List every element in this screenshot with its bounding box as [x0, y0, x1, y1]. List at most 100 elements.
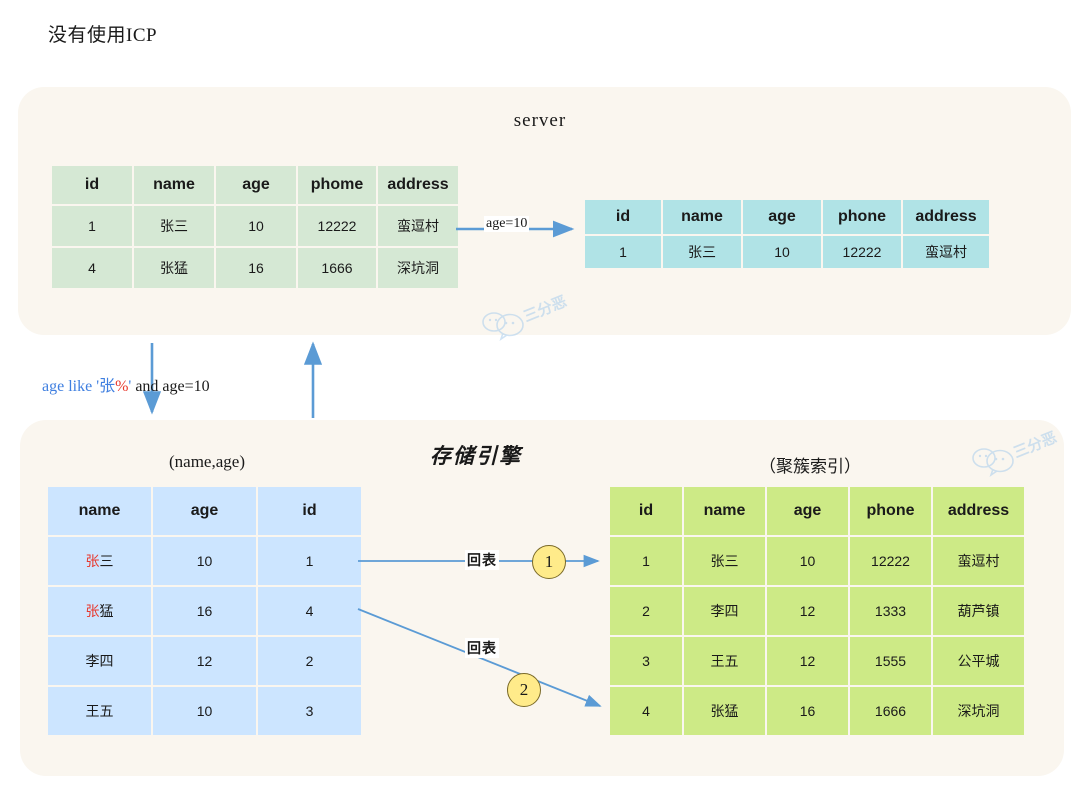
cell-name: 张三 — [134, 206, 214, 246]
cell-age: 10 — [153, 537, 256, 585]
col-age: age — [153, 487, 256, 535]
cell-address: 蛮逗村 — [378, 206, 458, 246]
cell-name: 王五 — [48, 687, 151, 735]
table-row: 1 张三 10 12222 蛮逗村 — [610, 537, 1024, 585]
query-condition-label: age like '张%' and age=10 — [42, 372, 210, 396]
cell-name: 张三 — [48, 537, 151, 585]
cell-id: 2 — [258, 637, 361, 685]
storage-engine-label: 存储引擎 — [430, 444, 522, 468]
query-condition-black: and age=10 — [131, 378, 210, 395]
cell-phone: 1666 — [850, 687, 931, 735]
cell-age: 12 — [767, 587, 848, 635]
table-row: 3 王五 12 1555 公平城 — [610, 637, 1024, 685]
cell-name: 张猛 — [48, 587, 151, 635]
table-header-row: id name age phome address — [52, 166, 458, 204]
cell-phone: 1555 — [850, 637, 931, 685]
table-row: 张猛 16 4 — [48, 587, 361, 635]
secondary-index-table: name age id 张三 10 1 张猛 16 4 李四 12 2 王五 1… — [46, 485, 363, 737]
col-address: address — [933, 487, 1024, 535]
cell-age: 10 — [743, 236, 821, 268]
col-age: age — [216, 166, 296, 204]
cell-address: 深坑洞 — [378, 248, 458, 288]
server-source-table: id name age phome address 1 张三 10 12222 … — [50, 164, 460, 290]
col-name: name — [684, 487, 765, 535]
cell-age: 10 — [216, 206, 296, 246]
table-row: 1 张三 10 12222 蛮逗村 — [585, 236, 989, 268]
col-address: address — [903, 200, 989, 234]
watermark-logo: 三分恶 — [972, 429, 1059, 477]
watermark-logo: 三分恶 — [482, 293, 569, 341]
name-prefix-highlight: 张 — [85, 553, 100, 569]
cell-phome: 12222 — [298, 206, 376, 246]
secondary-index-caption: (name,age) — [169, 452, 245, 471]
col-phome: phome — [298, 166, 376, 204]
col-id: id — [610, 487, 682, 535]
cell-age: 12 — [153, 637, 256, 685]
cell-id: 3 — [610, 637, 682, 685]
step-badge-2: 2 — [507, 673, 541, 707]
cell-id: 1 — [585, 236, 661, 268]
cell-phone: 1333 — [850, 587, 931, 635]
cell-name: 王五 — [684, 637, 765, 685]
col-age: age — [767, 487, 848, 535]
cell-name: 张猛 — [684, 687, 765, 735]
table-row: 1 张三 10 12222 蛮逗村 — [52, 206, 458, 246]
name-rest: 李四 — [85, 653, 114, 669]
col-name: name — [663, 200, 741, 234]
name-rest: 猛 — [99, 603, 114, 619]
col-id: id — [585, 200, 661, 234]
cell-id: 2 — [610, 587, 682, 635]
arrow-label-lookup-2: 回表 — [465, 638, 499, 658]
table-header-row: id name age phone address — [610, 487, 1024, 535]
col-phone: phone — [850, 487, 931, 535]
page-title: 没有使用ICP — [48, 25, 158, 46]
col-age: age — [743, 200, 821, 234]
name-prefix-highlight: 张 — [85, 603, 100, 619]
cell-age: 16 — [153, 587, 256, 635]
cell-address: 葫芦镇 — [933, 587, 1024, 635]
col-address: address — [378, 166, 458, 204]
query-condition-quote: ' — [128, 378, 132, 395]
cell-name: 李四 — [48, 637, 151, 685]
arrow-label-age-filter: age=10 — [484, 216, 530, 232]
watermark-text: 三分恶 — [521, 293, 569, 326]
cell-age: 10 — [767, 537, 848, 585]
cell-age: 16 — [216, 248, 296, 288]
cell-name: 张三 — [663, 236, 741, 268]
table-row: 2 李四 12 1333 葫芦镇 — [610, 587, 1024, 635]
server-result-table: id name age phone address 1 张三 10 12222 … — [583, 198, 991, 270]
col-name: name — [134, 166, 214, 204]
arrow-label-lookup-1: 回表 — [465, 550, 499, 570]
cell-age: 10 — [153, 687, 256, 735]
cell-address: 公平城 — [933, 637, 1024, 685]
table-row: 4 张猛 16 1666 深坑洞 — [610, 687, 1024, 735]
cell-address: 深坑洞 — [933, 687, 1024, 735]
cell-address: 蛮逗村 — [933, 537, 1024, 585]
col-phone: phone — [823, 200, 901, 234]
clustered-index-table: id name age phone address 1 张三 10 12222 … — [608, 485, 1026, 737]
clustered-index-caption: （聚簇索引） — [759, 457, 861, 476]
name-rest: 三 — [99, 553, 114, 569]
cell-age: 16 — [767, 687, 848, 735]
cell-id: 3 — [258, 687, 361, 735]
col-name: name — [48, 487, 151, 535]
table-row: 4 张猛 16 1666 深坑洞 — [52, 248, 458, 288]
query-condition-percent: % — [115, 378, 129, 395]
col-id: id — [52, 166, 132, 204]
cell-id: 1 — [258, 537, 361, 585]
cell-id: 4 — [258, 587, 361, 635]
cell-phome: 1666 — [298, 248, 376, 288]
watermark-text: 三分恶 — [1011, 429, 1059, 462]
cell-id: 4 — [52, 248, 132, 288]
step-badge-1: 1 — [532, 545, 566, 579]
cell-id: 1 — [610, 537, 682, 585]
server-panel-label: server — [513, 110, 567, 131]
table-header-row: name age id — [48, 487, 361, 535]
query-condition-blue: age like '张 — [42, 378, 116, 395]
cell-id: 4 — [610, 687, 682, 735]
cell-name: 李四 — [684, 587, 765, 635]
cell-phone: 12222 — [823, 236, 901, 268]
table-row: 王五 10 3 — [48, 687, 361, 735]
col-id: id — [258, 487, 361, 535]
